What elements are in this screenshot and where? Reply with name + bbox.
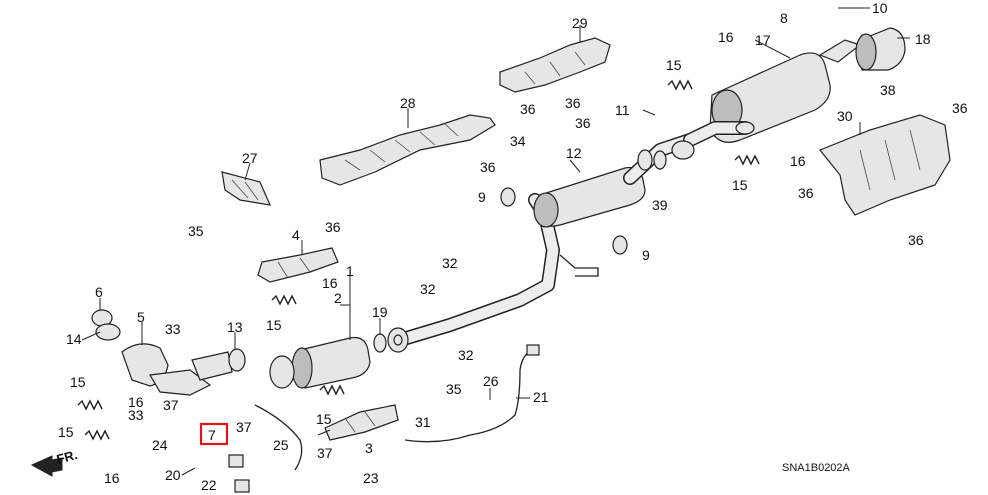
callout-14: 14 xyxy=(66,331,82,347)
callout-36a: 36 xyxy=(520,101,536,117)
callout-33b: 33 xyxy=(128,407,144,423)
heat-shield-30 xyxy=(819,114,951,216)
callout-21: 21 xyxy=(533,389,549,405)
callout-1: 1 xyxy=(346,263,354,279)
callout-23: 23 xyxy=(363,470,379,486)
callout-36e: 36 xyxy=(952,100,968,116)
callout-12: 12 xyxy=(566,145,582,161)
gaskets xyxy=(373,150,667,353)
highlighted-part-box[interactable] xyxy=(199,422,229,446)
callout-15a: 15 xyxy=(666,57,682,73)
callout-13: 13 xyxy=(227,319,243,335)
callout-2: 2 xyxy=(334,290,342,306)
callout-3: 3 xyxy=(365,440,373,456)
callout-19: 19 xyxy=(372,304,388,320)
callout-15e: 15 xyxy=(58,424,74,440)
callout-37c: 37 xyxy=(317,445,333,461)
callout-9a: 9 xyxy=(478,189,486,205)
callout-27: 27 xyxy=(242,150,258,166)
callout-36f: 36 xyxy=(798,185,814,201)
callout-36c: 36 xyxy=(480,159,496,175)
callout-16a: 16 xyxy=(718,29,734,45)
callout-36b: 36 xyxy=(575,115,591,131)
callout-11: 11 xyxy=(615,102,630,118)
callout-labels: 1 2 3 4 5 6 7 8 9 9 10 11 12 13 14 15 15… xyxy=(58,0,968,493)
tail-pipe-finisher xyxy=(855,27,906,71)
front-direction-label: FR. xyxy=(55,447,79,467)
callout-18: 18 xyxy=(915,31,931,47)
callout-36h: 36 xyxy=(565,95,581,111)
callout-4: 4 xyxy=(292,227,300,243)
heat-shield-27 xyxy=(221,171,271,206)
center-silencer xyxy=(533,133,697,228)
flexible-pipe xyxy=(191,348,246,381)
callout-16b: 16 xyxy=(790,153,806,169)
front-converter xyxy=(91,309,212,396)
callout-33a: 33 xyxy=(165,321,181,337)
heat-shield-29 xyxy=(499,37,611,93)
heat-shield-28 xyxy=(319,114,496,186)
callout-15c: 15 xyxy=(266,317,282,333)
callout-28: 28 xyxy=(400,95,416,111)
callout-32a: 32 xyxy=(442,255,458,271)
heat-shield-4 xyxy=(257,247,339,283)
callout-15f: 15 xyxy=(316,411,332,427)
callout-15d: 15 xyxy=(70,374,86,390)
callout-16e: 16 xyxy=(104,470,120,486)
callout-39: 39 xyxy=(652,197,668,213)
callout-15b: 15 xyxy=(732,177,748,193)
callout-30: 30 xyxy=(837,108,853,124)
callout-16d: 16 xyxy=(128,394,144,410)
callout-16c: 16 xyxy=(322,275,338,291)
callout-37b: 37 xyxy=(236,419,252,435)
callout-32b: 32 xyxy=(420,281,436,297)
callout-10: 10 xyxy=(872,0,888,16)
callout-26: 26 xyxy=(483,373,499,389)
callout-34: 34 xyxy=(510,133,526,149)
rear-muffler xyxy=(671,39,862,160)
catalytic-converter xyxy=(269,336,371,389)
callout-17: 17 xyxy=(755,32,771,48)
callout-25: 25 xyxy=(273,437,289,453)
callout-9b: 9 xyxy=(642,247,650,263)
callout-32c: 32 xyxy=(458,347,474,363)
callout-31: 31 xyxy=(415,414,431,430)
callout-35a: 35 xyxy=(188,223,204,239)
callout-35b: 35 xyxy=(446,381,462,397)
callout-22: 22 xyxy=(201,477,217,493)
callout-6: 6 xyxy=(95,284,103,300)
callout-29: 29 xyxy=(572,15,588,31)
leader-lines xyxy=(81,7,910,476)
callout-7: 7 xyxy=(208,427,216,443)
callout-36d: 36 xyxy=(325,219,341,235)
diagram-code: SNA1B0202A xyxy=(782,462,851,474)
callout-36g: 36 xyxy=(908,232,924,248)
spring-bolts xyxy=(77,79,760,441)
oxygen-sensors xyxy=(228,344,540,493)
callout-37a: 37 xyxy=(163,397,179,413)
callout-20: 20 xyxy=(165,467,181,483)
lower-converter xyxy=(324,404,399,441)
callout-24: 24 xyxy=(152,437,168,453)
callout-38: 38 xyxy=(880,82,896,98)
callout-5: 5 xyxy=(137,309,145,325)
callout-8: 8 xyxy=(780,10,788,26)
front-direction-arrow: FR. xyxy=(30,447,79,477)
